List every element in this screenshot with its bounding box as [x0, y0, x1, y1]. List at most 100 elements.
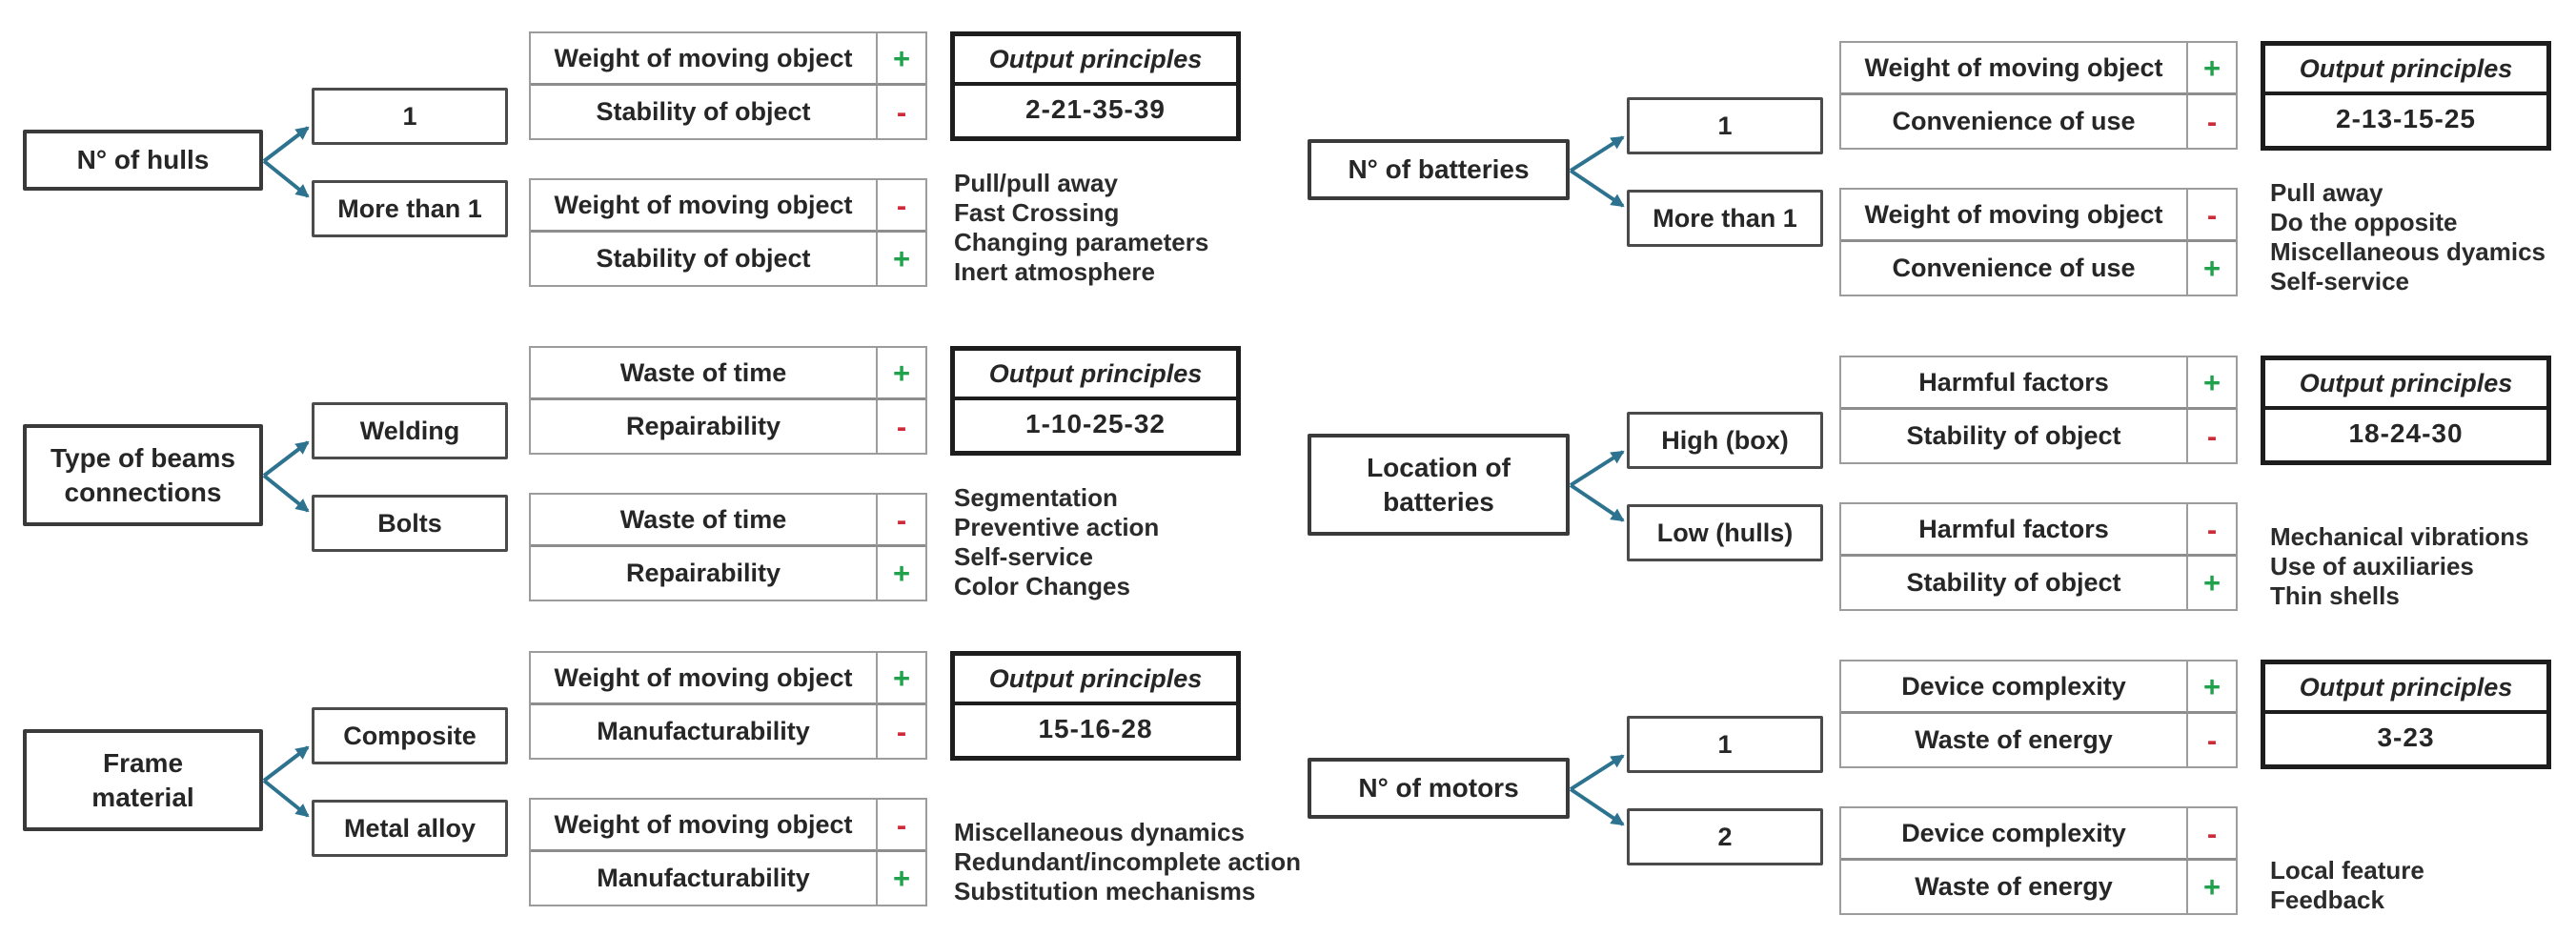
- output-principles-value: 2-13-15-25: [2336, 103, 2476, 133]
- parameter-label: Waste of energy: [1841, 861, 2188, 913]
- sign-cell: +: [2188, 861, 2236, 913]
- plus-sign-icon: +: [892, 661, 911, 695]
- sign-cell: +: [878, 233, 925, 285]
- minus-sign-icon: -: [896, 410, 907, 443]
- sign-cell: +: [878, 348, 925, 400]
- plus-sign-icon: +: [2202, 566, 2221, 600]
- option-label: 1: [1717, 729, 1733, 759]
- plus-sign-icon: +: [892, 242, 911, 275]
- category-box: N° of motors: [1308, 758, 1570, 819]
- plus-sign-icon: +: [2202, 669, 2221, 703]
- principle-item: Do the opposite: [2270, 208, 2458, 236]
- branch-arrows-icon: [1569, 135, 1625, 208]
- parameter-label: Repairability: [531, 400, 878, 453]
- sign-cell: +: [2188, 557, 2236, 609]
- option-box: Low (hulls): [1627, 504, 1823, 561]
- sign-cell: +: [878, 33, 925, 86]
- option-box: Composite: [312, 707, 508, 764]
- principle-item: Thin shells: [2270, 581, 2400, 610]
- principle-item: Preventive action: [954, 513, 1160, 541]
- category-label: material: [91, 782, 194, 812]
- parameter-table: Weight of moving object+Convenience of u…: [1839, 41, 2238, 150]
- minus-sign-icon: -: [2206, 723, 2218, 757]
- option-box: 1: [1627, 97, 1823, 154]
- principle-item: Miscellaneous dynamics: [954, 818, 1245, 846]
- parameter-label: Waste of time: [531, 495, 878, 547]
- principle-item: Redundant/incomplete action: [954, 847, 1302, 876]
- principle-item: Self-service: [2270, 267, 2409, 295]
- option-box: More than 1: [312, 180, 508, 237]
- parameter-label: Convenience of use: [1841, 242, 2188, 295]
- parameter-label: Weight of moving object: [1841, 43, 2188, 95]
- principle-item: Pull/pull away: [954, 169, 1118, 197]
- plus-sign-icon: +: [892, 41, 911, 75]
- parameter-label: Harmful factors: [1841, 504, 2188, 557]
- branch-arrows-icon: [1569, 450, 1625, 522]
- option-label: 2: [1717, 822, 1733, 851]
- minus-sign-icon: -: [2206, 105, 2218, 138]
- sign-cell: -: [878, 800, 925, 852]
- sign-cell: -: [2188, 504, 2236, 557]
- category-label: N° of batteries: [1348, 154, 1530, 184]
- minus-sign-icon: -: [896, 502, 907, 537]
- sign-cell: +: [2188, 357, 2236, 410]
- output-principles-value: 3-23: [2377, 722, 2435, 752]
- minus-sign-icon: -: [896, 188, 907, 222]
- parameter-label: Manufacturability: [531, 852, 878, 905]
- sign-cell: +: [878, 852, 925, 905]
- principle-item: Pull away: [2270, 178, 2383, 207]
- parameter-table: Harmful factors-Stability of object+: [1839, 502, 2238, 611]
- sign-cell: -: [2188, 808, 2236, 861]
- sign-cell: -: [878, 180, 925, 233]
- option-label: More than 1: [337, 193, 482, 223]
- parameter-label: Device complexity: [1841, 808, 2188, 861]
- principle-item: Inert atmosphere: [954, 257, 1155, 286]
- branch-arrows-icon: [262, 440, 310, 513]
- parameter-table: Weight of moving object-Convenience of u…: [1839, 188, 2238, 296]
- option-label: 1: [402, 101, 417, 131]
- parameter-table: Device complexity-Waste of energy +: [1839, 806, 2238, 915]
- option-label: 1: [1717, 111, 1733, 140]
- parameter-table: Device complexity+Waste of energy-: [1839, 660, 2238, 768]
- branch-arrows-icon: [262, 126, 310, 198]
- output-principles-header: Output principles: [955, 656, 1236, 705]
- option-label: Bolts: [377, 508, 442, 538]
- parameter-table: Waste of time-Repairability+: [529, 493, 927, 601]
- output-principles-header: Output principles: [955, 351, 1236, 400]
- option-label: Metal alloy: [343, 813, 477, 843]
- principle-item: Self-service: [954, 542, 1093, 571]
- parameter-table: Weight of moving object+Manufacturabilit…: [529, 651, 927, 760]
- output-principles-value: 1-10-25-32: [1025, 408, 1166, 438]
- plus-sign-icon: +: [2202, 252, 2221, 285]
- sign-cell: +: [878, 653, 925, 705]
- category-box: N° of hulls: [23, 130, 263, 191]
- principle-item: Fast Crossing: [954, 198, 1120, 227]
- option-label: Composite: [343, 721, 477, 750]
- output-principles-header: Output principles: [2265, 664, 2546, 714]
- output-principles-box: Output principles 3-23: [2261, 660, 2551, 769]
- parameter-label: Weight of moving object: [531, 180, 878, 233]
- plus-sign-icon: +: [892, 557, 911, 590]
- option-box: Metal alloy: [312, 800, 508, 857]
- principle-item: Substitution mechanisms: [954, 877, 1256, 905]
- minus-sign-icon: -: [2206, 512, 2218, 546]
- sign-cell: -: [2188, 190, 2236, 242]
- sign-cell: +: [878, 547, 925, 600]
- sign-cell: +: [2188, 242, 2236, 295]
- parameter-table: Weight of moving object-Manufacturabilit…: [529, 798, 927, 906]
- minus-sign-icon: -: [896, 95, 907, 129]
- option-box: High (box): [1627, 412, 1823, 469]
- output-principles-header: Output principles: [2265, 46, 2546, 95]
- plus-sign-icon: +: [2202, 870, 2221, 904]
- plus-sign-icon: +: [892, 356, 911, 390]
- principle-item: Color Changes: [954, 572, 1130, 600]
